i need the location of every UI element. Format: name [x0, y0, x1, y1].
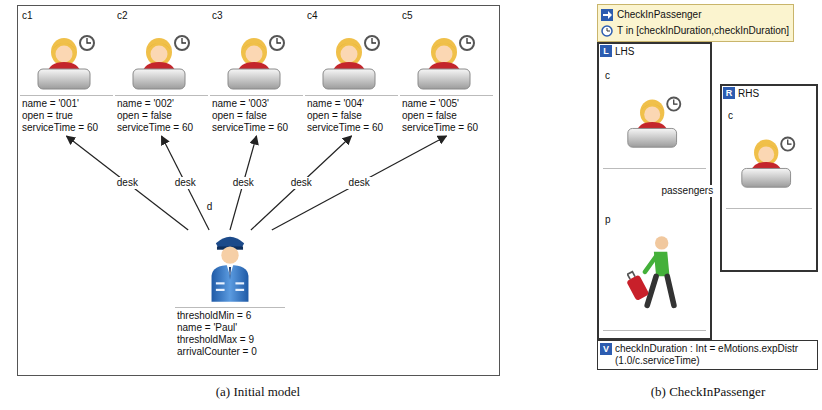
header-row: CheckInPassenger [601, 7, 789, 23]
separator-line [726, 208, 812, 209]
desk-clerk-icon [225, 28, 289, 92]
reference-label: desk [231, 177, 256, 189]
reference-label: desk [115, 177, 140, 189]
desk-clerk-icon-wrap [20, 28, 113, 92]
reference-arrow [272, 136, 447, 230]
attribute-value: serviceTime = 60 [210, 122, 303, 134]
panel-header: RHS [722, 86, 816, 102]
attribute-value: serviceTime = 60 [115, 122, 208, 134]
attribute-value: name = '005' [400, 98, 493, 110]
desk-clerk-icon-wrap [726, 130, 812, 190]
object-name: c2 [115, 8, 208, 22]
separator-line [175, 307, 285, 308]
variable-marker: V [600, 343, 612, 355]
separator-line [400, 95, 493, 96]
separator-line [305, 95, 398, 96]
panel-title: LHS [615, 46, 710, 58]
subfigure-caption: (b) CheckInPassenger [651, 384, 765, 400]
officer-icon [206, 228, 254, 304]
lnode-node: c [603, 68, 706, 171]
attribute-value: name = 'Paul' [175, 322, 285, 334]
obj-node: c2 name = '002'open = falseserviceTime = … [115, 8, 208, 134]
reference-arrow [162, 136, 210, 230]
attribute-value: serviceTime = 60 [400, 122, 493, 134]
panel-header: LHS [599, 44, 710, 60]
rhs-marker: R [723, 87, 735, 99]
lhs-marker: L [600, 45, 612, 57]
hdr-node: CheckInPassenger T in [checkInDuration,ch… [597, 4, 794, 42]
panel-node: RHS c [720, 84, 818, 272]
attribute-value: name = '002' [115, 98, 208, 110]
officer-icon-wrap [175, 228, 285, 304]
reference-label: desk [173, 177, 198, 189]
reference-arrow [67, 136, 189, 230]
rule-icon [601, 9, 613, 21]
object-name: c [726, 108, 812, 122]
desk-clerk-icon [625, 90, 685, 150]
subfigure-caption: (a) Initial model [216, 384, 300, 400]
reference-label: desk [289, 177, 314, 189]
object-name: c [603, 68, 706, 82]
desk-clerk-icon-wrap [603, 90, 706, 150]
attribute-value: thresholdMin = 6 [175, 310, 285, 322]
object-name: c3 [210, 8, 303, 22]
reference-label: passengers [660, 185, 716, 197]
desk-clerk-icon [415, 28, 479, 92]
desk-clerk-icon-wrap [210, 28, 303, 92]
reference-arrow [251, 136, 352, 230]
panel-title: RHS [738, 88, 816, 100]
rule-duration: T in [checkInDuration,checkInDuration] [617, 25, 789, 37]
desk-clerk-icon [320, 28, 384, 92]
attribute-value: name = '004' [305, 98, 398, 110]
separator-line [603, 330, 706, 331]
desk-clerk-icon [130, 28, 194, 92]
obj-node: c4 name = '004'open = falseserviceTime = … [305, 8, 398, 134]
desk-clerk-icon-wrap [305, 28, 398, 92]
attribute-value: name = '001' [20, 98, 113, 110]
attribute-value: open = false [210, 110, 303, 122]
separator-line [115, 95, 208, 96]
object-name: c4 [305, 8, 398, 22]
attribute-value: arrivalCounter = 0 [175, 346, 285, 358]
truncated-label: d [205, 201, 215, 213]
variable-definition: checkInDuration : Int = eMotions.expDist… [615, 343, 813, 367]
attribute-value: thresholdMax = 9 [175, 334, 285, 346]
separator-line [603, 168, 706, 169]
desk-clerk-icon-wrap [115, 28, 208, 92]
attribute-value: open = true [20, 110, 113, 122]
lnode-node: c [726, 108, 812, 211]
obj-node: c3 name = '003'open = falseserviceTime = … [210, 8, 303, 134]
lnode-node: p [603, 212, 706, 333]
passenger-icon-wrap [603, 234, 706, 312]
person-node: thresholdMin = 6name = 'Paul'thresholdMa… [175, 228, 285, 358]
passenger-icon [627, 234, 683, 312]
desk-clerk-icon-wrap [400, 28, 493, 92]
reference-label: desk [347, 177, 372, 189]
separator-line [20, 95, 113, 96]
object-name: c1 [20, 8, 113, 22]
obj-node: c1 name = '001'open = trueserviceTime = 6… [20, 8, 113, 134]
attribute-value: serviceTime = 60 [20, 122, 113, 134]
obj-node: c5 name = '005'open = falseserviceTime = … [400, 8, 493, 134]
desk-clerk-icon [739, 130, 799, 190]
object-name: p [603, 212, 706, 226]
separator-line [210, 95, 303, 96]
attribute-value: open = false [305, 110, 398, 122]
clock-icon [601, 25, 613, 37]
var-node: checkInDuration : Int = eMotions.expDist… [597, 340, 818, 370]
attribute-value: serviceTime = 60 [305, 122, 398, 134]
rule-name: CheckInPassenger [617, 9, 702, 21]
reference-arrow [230, 136, 257, 230]
desk-clerk-icon [35, 28, 99, 92]
object-name: c5 [400, 8, 493, 22]
attribute-value: open = false [400, 110, 493, 122]
attribute-value: open = false [115, 110, 208, 122]
header-row: T in [checkInDuration,checkInDuration] [601, 23, 789, 39]
attribute-value: name = '003' [210, 98, 303, 110]
